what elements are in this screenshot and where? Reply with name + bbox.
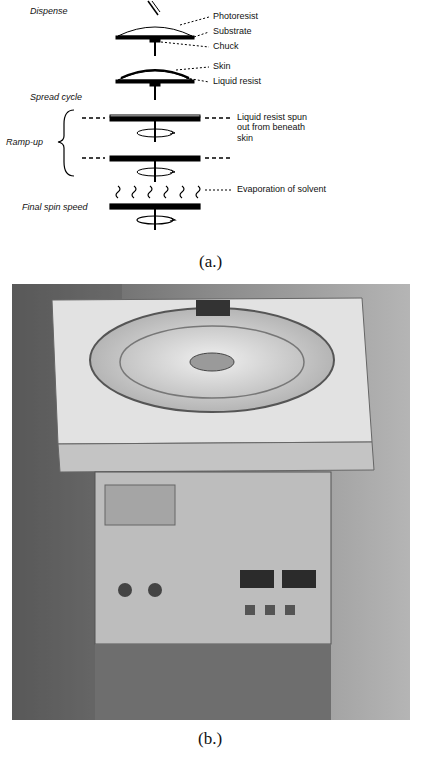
note-label: Evaporation of solvent [237, 184, 326, 194]
part-label: Skin [213, 61, 231, 71]
step-label: Dispense [30, 6, 68, 16]
step-label: Final spin speed [22, 202, 88, 212]
figure-caption: (b.) [198, 729, 222, 749]
part-label: Substrate [213, 26, 252, 36]
part-label: Photoresist [213, 11, 258, 21]
step-label: Ramp-up [6, 137, 43, 147]
part-label: Chuck [213, 41, 239, 51]
note-label: Liquid resist spun out from beneath skin [237, 112, 317, 143]
step-label: Spread cycle [30, 92, 82, 102]
part-label: Liquid resist [213, 76, 261, 86]
figure-caption: (a.) [199, 252, 222, 272]
